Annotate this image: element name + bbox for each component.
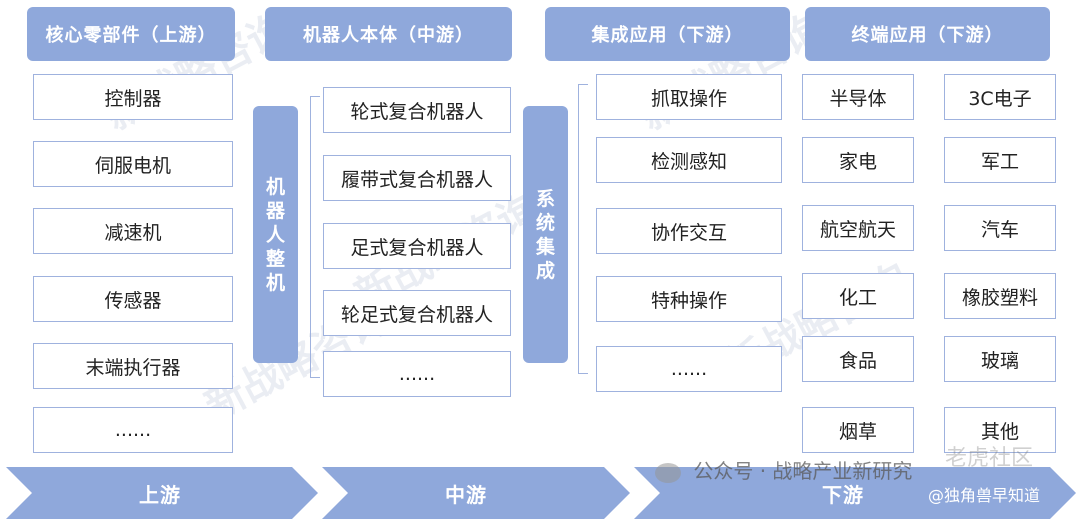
integration-item: 协作交互 (596, 208, 782, 254)
integration-item: 抓取操作 (596, 74, 782, 120)
midstream-item: 轮足式复合机器人 (323, 290, 511, 336)
stage-label-upstream: 上游 (139, 483, 181, 507)
terminal-item: 烟草 (802, 407, 914, 453)
robot-whole-label: 机 器 人 整 机 (253, 106, 298, 363)
side-char: 机 (265, 175, 285, 198)
terminal-item: 橡胶塑料 (944, 273, 1056, 319)
upstream-item: 减速机 (33, 208, 233, 254)
side-char: 机 (265, 271, 285, 294)
upstream-item: 控制器 (33, 74, 233, 120)
corner-mark: 老虎社区 (945, 446, 1034, 471)
side-char: 系 (535, 187, 555, 210)
side-char: 人 (265, 223, 285, 246)
terminal-item: 玻璃 (944, 336, 1056, 382)
wechat-watermark: 公众号 · 战略产业新研究 (655, 455, 912, 484)
header-integration: 集成应用（下游） (545, 7, 790, 61)
integration-item: ...... (596, 346, 782, 392)
stage-label-midstream: 中游 (445, 483, 487, 507)
wechat-text: 公众号 · 战略产业新研究 (693, 459, 913, 483)
terminal-item: 化工 (802, 273, 914, 319)
terminal-item: 汽车 (944, 205, 1056, 251)
side-char: 统 (535, 211, 555, 234)
stage-label-downstream: 下游 (822, 483, 864, 507)
side-char: 器 (265, 199, 285, 222)
header-midstream: 机器人本体（中游） (265, 7, 512, 61)
header-upstream: 核心零部件（上游） (27, 7, 235, 61)
midstream-item: 足式复合机器人 (323, 223, 511, 269)
stage-arrow-upstream (6, 467, 318, 519)
stage-arrow-downstream (634, 467, 1076, 519)
midstream-item: 履带式复合机器人 (323, 155, 511, 201)
midstream-item: ...... (323, 351, 511, 397)
upstream-item: 伺服电机 (33, 141, 233, 187)
terminal-item: 军工 (944, 137, 1056, 183)
upstream-item: 末端执行器 (33, 343, 233, 389)
upstream-item: ...... (33, 407, 233, 453)
terminal-item: 其他 (944, 407, 1056, 453)
stage-arrow-midstream (322, 467, 630, 519)
terminal-item: 食品 (802, 336, 914, 382)
side-char: 成 (535, 259, 555, 282)
integration-bracket (578, 84, 588, 374)
terminal-item: 3C电子 (944, 74, 1056, 120)
header-terminal: 终端应用（下游） (805, 7, 1050, 61)
side-char: 整 (265, 247, 285, 270)
terminal-item: 家电 (802, 137, 914, 183)
side-char: 集 (535, 235, 555, 258)
stage-arrows (6, 467, 1076, 519)
terminal-item: 半导体 (802, 74, 914, 120)
system-integration-label: 系 统 集 成 (523, 106, 568, 363)
integration-item: 特种操作 (596, 276, 782, 322)
integration-item: 检测感知 (596, 137, 782, 183)
wechat-icon (655, 462, 681, 483)
terminal-item: 航空航天 (802, 205, 914, 251)
author-handle: @独角兽早知道 (928, 486, 1041, 505)
midstream-item: 轮式复合机器人 (323, 87, 511, 133)
midstream-bracket (310, 96, 320, 378)
upstream-item: 传感器 (33, 276, 233, 322)
